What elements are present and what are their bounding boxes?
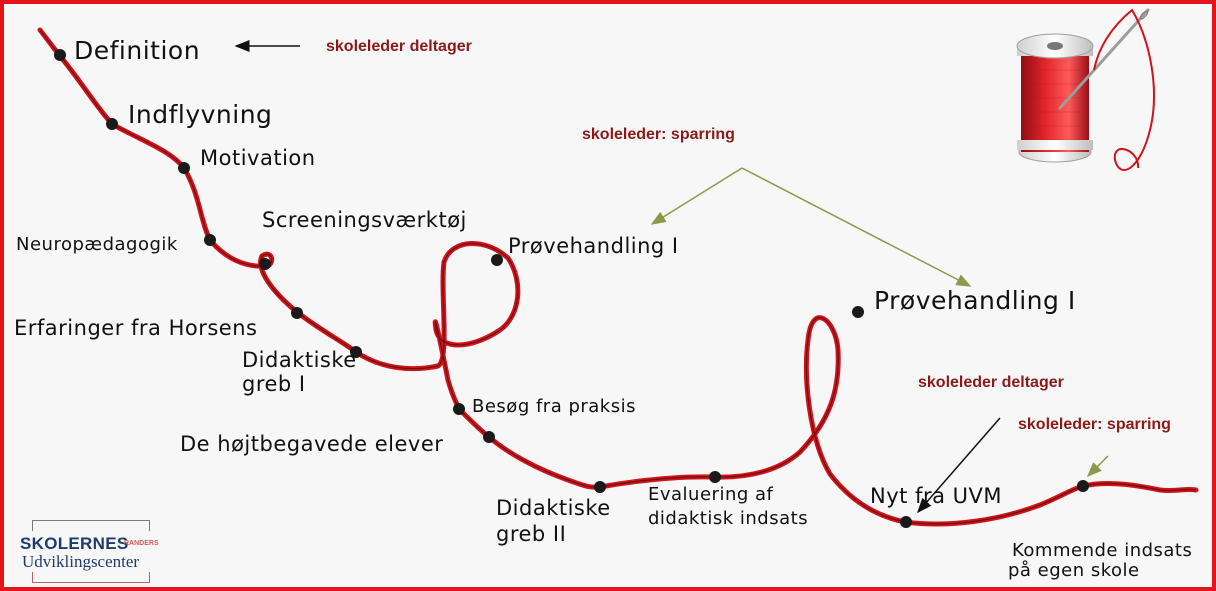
dot-kommende	[1077, 480, 1089, 492]
label-provehandling2: Prøvehandling I	[874, 286, 1076, 315]
label-didaktiske2-line2: greb II	[496, 522, 567, 546]
dot-evaluering	[709, 471, 721, 483]
logo-bracket-bottom	[32, 572, 150, 583]
logo-line2-text: Udviklingscenter	[22, 552, 140, 571]
dot-definition	[54, 49, 66, 61]
note-deltager-top: skoleleder deltager	[326, 38, 472, 55]
dot-motivation	[178, 162, 190, 174]
dot-didaktiske2	[594, 481, 606, 493]
dot-horsens	[291, 307, 303, 319]
note-sparring-right: skoleleder: sparring	[1018, 416, 1171, 433]
label-evaluering-line1: Evaluering af	[648, 484, 774, 505]
label-besog: Besøg fra praksis	[472, 396, 636, 417]
arrow-sparring-bottom	[1086, 455, 1109, 478]
dot-neuro	[204, 234, 216, 246]
label-neuro: Neuropædagogik	[16, 234, 178, 255]
logo-sub-text: RANDERS	[124, 540, 159, 547]
label-evaluering-line2: didaktisk indsats	[648, 508, 809, 529]
logo-main-text: SKOLERNES	[20, 534, 129, 553]
thread-spool-icon	[1016, 33, 1094, 163]
label-kommende-line1: Kommende indsats	[1012, 540, 1193, 561]
station-dots	[54, 49, 1089, 528]
label-screening: Screeningsværktøj	[262, 208, 467, 232]
arrow-deltager-right	[917, 417, 1001, 514]
needle-icon	[1058, 8, 1155, 171]
dot-indflyvning	[106, 118, 118, 130]
label-hojtbegavede: De højtbegavede elever	[180, 432, 444, 456]
label-provehandling1: Prøvehandling I	[508, 234, 679, 258]
dot-nyt-uvm	[900, 516, 912, 528]
dot-provehandling2	[852, 306, 864, 318]
label-nyt-uvm: Nyt fra UVM	[870, 484, 1002, 508]
arrow-sparring-left	[650, 167, 743, 225]
dot-didaktiske1	[350, 346, 362, 358]
label-didaktiske1-line2: greb I	[242, 372, 306, 396]
dot-screening	[259, 258, 271, 270]
logo: SKOLERNES RANDERS Udviklingscenter	[20, 520, 180, 584]
note-sparring-mid: skoleleder: sparring	[582, 126, 735, 143]
label-kommende-line2: på egen skole	[1008, 560, 1140, 581]
label-didaktiske2-line1: Didaktiske	[496, 496, 611, 520]
arrow-sparring-right	[741, 167, 972, 287]
note-deltager-right: skoleleder deltager	[918, 374, 1064, 391]
dot-provehandling1	[491, 254, 503, 266]
logo-bracket-top	[32, 520, 150, 531]
label-motivation: Motivation	[200, 146, 316, 170]
label-definition: Definition	[74, 36, 201, 65]
dot-hojtbegavede	[483, 431, 495, 443]
dot-besog	[453, 403, 465, 415]
label-indflyvning: Indflyvning	[128, 100, 273, 129]
label-didaktiske1-line1: Didaktiske	[242, 348, 357, 372]
label-horsens: Erfaringer fra Horsens	[14, 316, 258, 340]
